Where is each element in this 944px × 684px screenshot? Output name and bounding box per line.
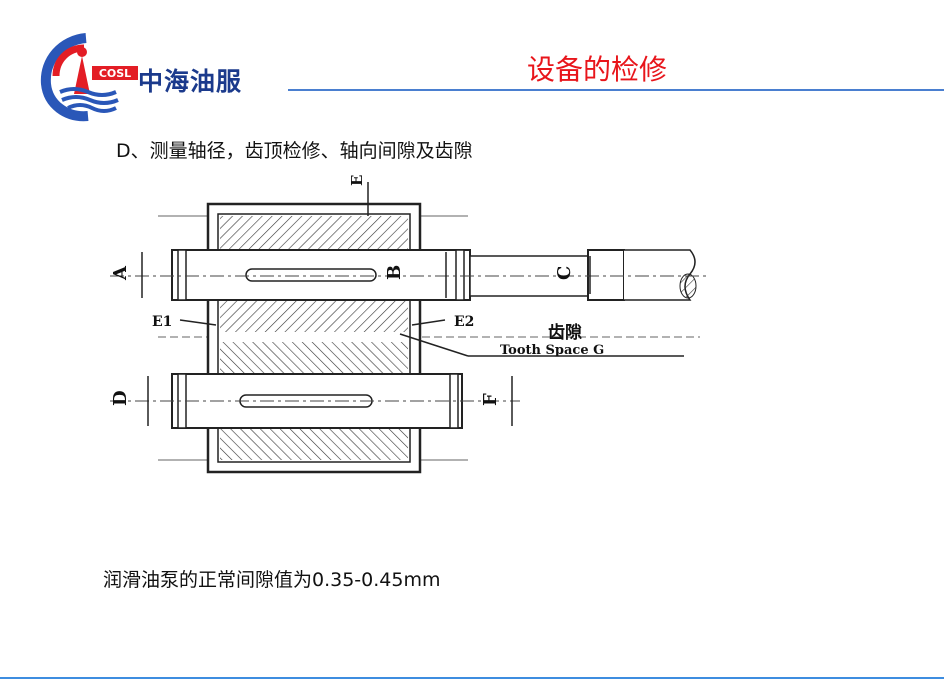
label-b: B: [384, 265, 405, 280]
label-e-top: E: [348, 175, 366, 186]
page-title: 设备的检修: [527, 53, 668, 86]
label-d: D: [110, 390, 131, 406]
label-tooth-space-cn: 齿隙: [548, 322, 582, 343]
clearance-note: 润滑油泵的正常间隙值为0.35-0.45mm: [103, 569, 441, 591]
label-f: F: [480, 393, 501, 406]
label-a: A: [110, 265, 131, 281]
header-rule: [288, 89, 944, 91]
company-logo: COSL: [34, 30, 274, 122]
logo-mark: COSL: [99, 67, 131, 80]
logo-text: 中海油服: [138, 67, 243, 96]
label-e1: E1: [152, 314, 172, 330]
cosl-emblem-icon: COSL: [40, 33, 138, 122]
label-c: C: [554, 266, 575, 280]
gear-pump-diagram: E A B C E1 E2 D F 齿隙 Tooth Space G: [100, 170, 720, 480]
section-subtitle: D、测量轴径，齿顶检修、轴向间隙及齿隙: [116, 140, 473, 162]
label-tooth-space-en: Tooth Space G: [500, 343, 604, 358]
footer-rule: [0, 677, 944, 679]
label-e2: E2: [454, 314, 474, 330]
